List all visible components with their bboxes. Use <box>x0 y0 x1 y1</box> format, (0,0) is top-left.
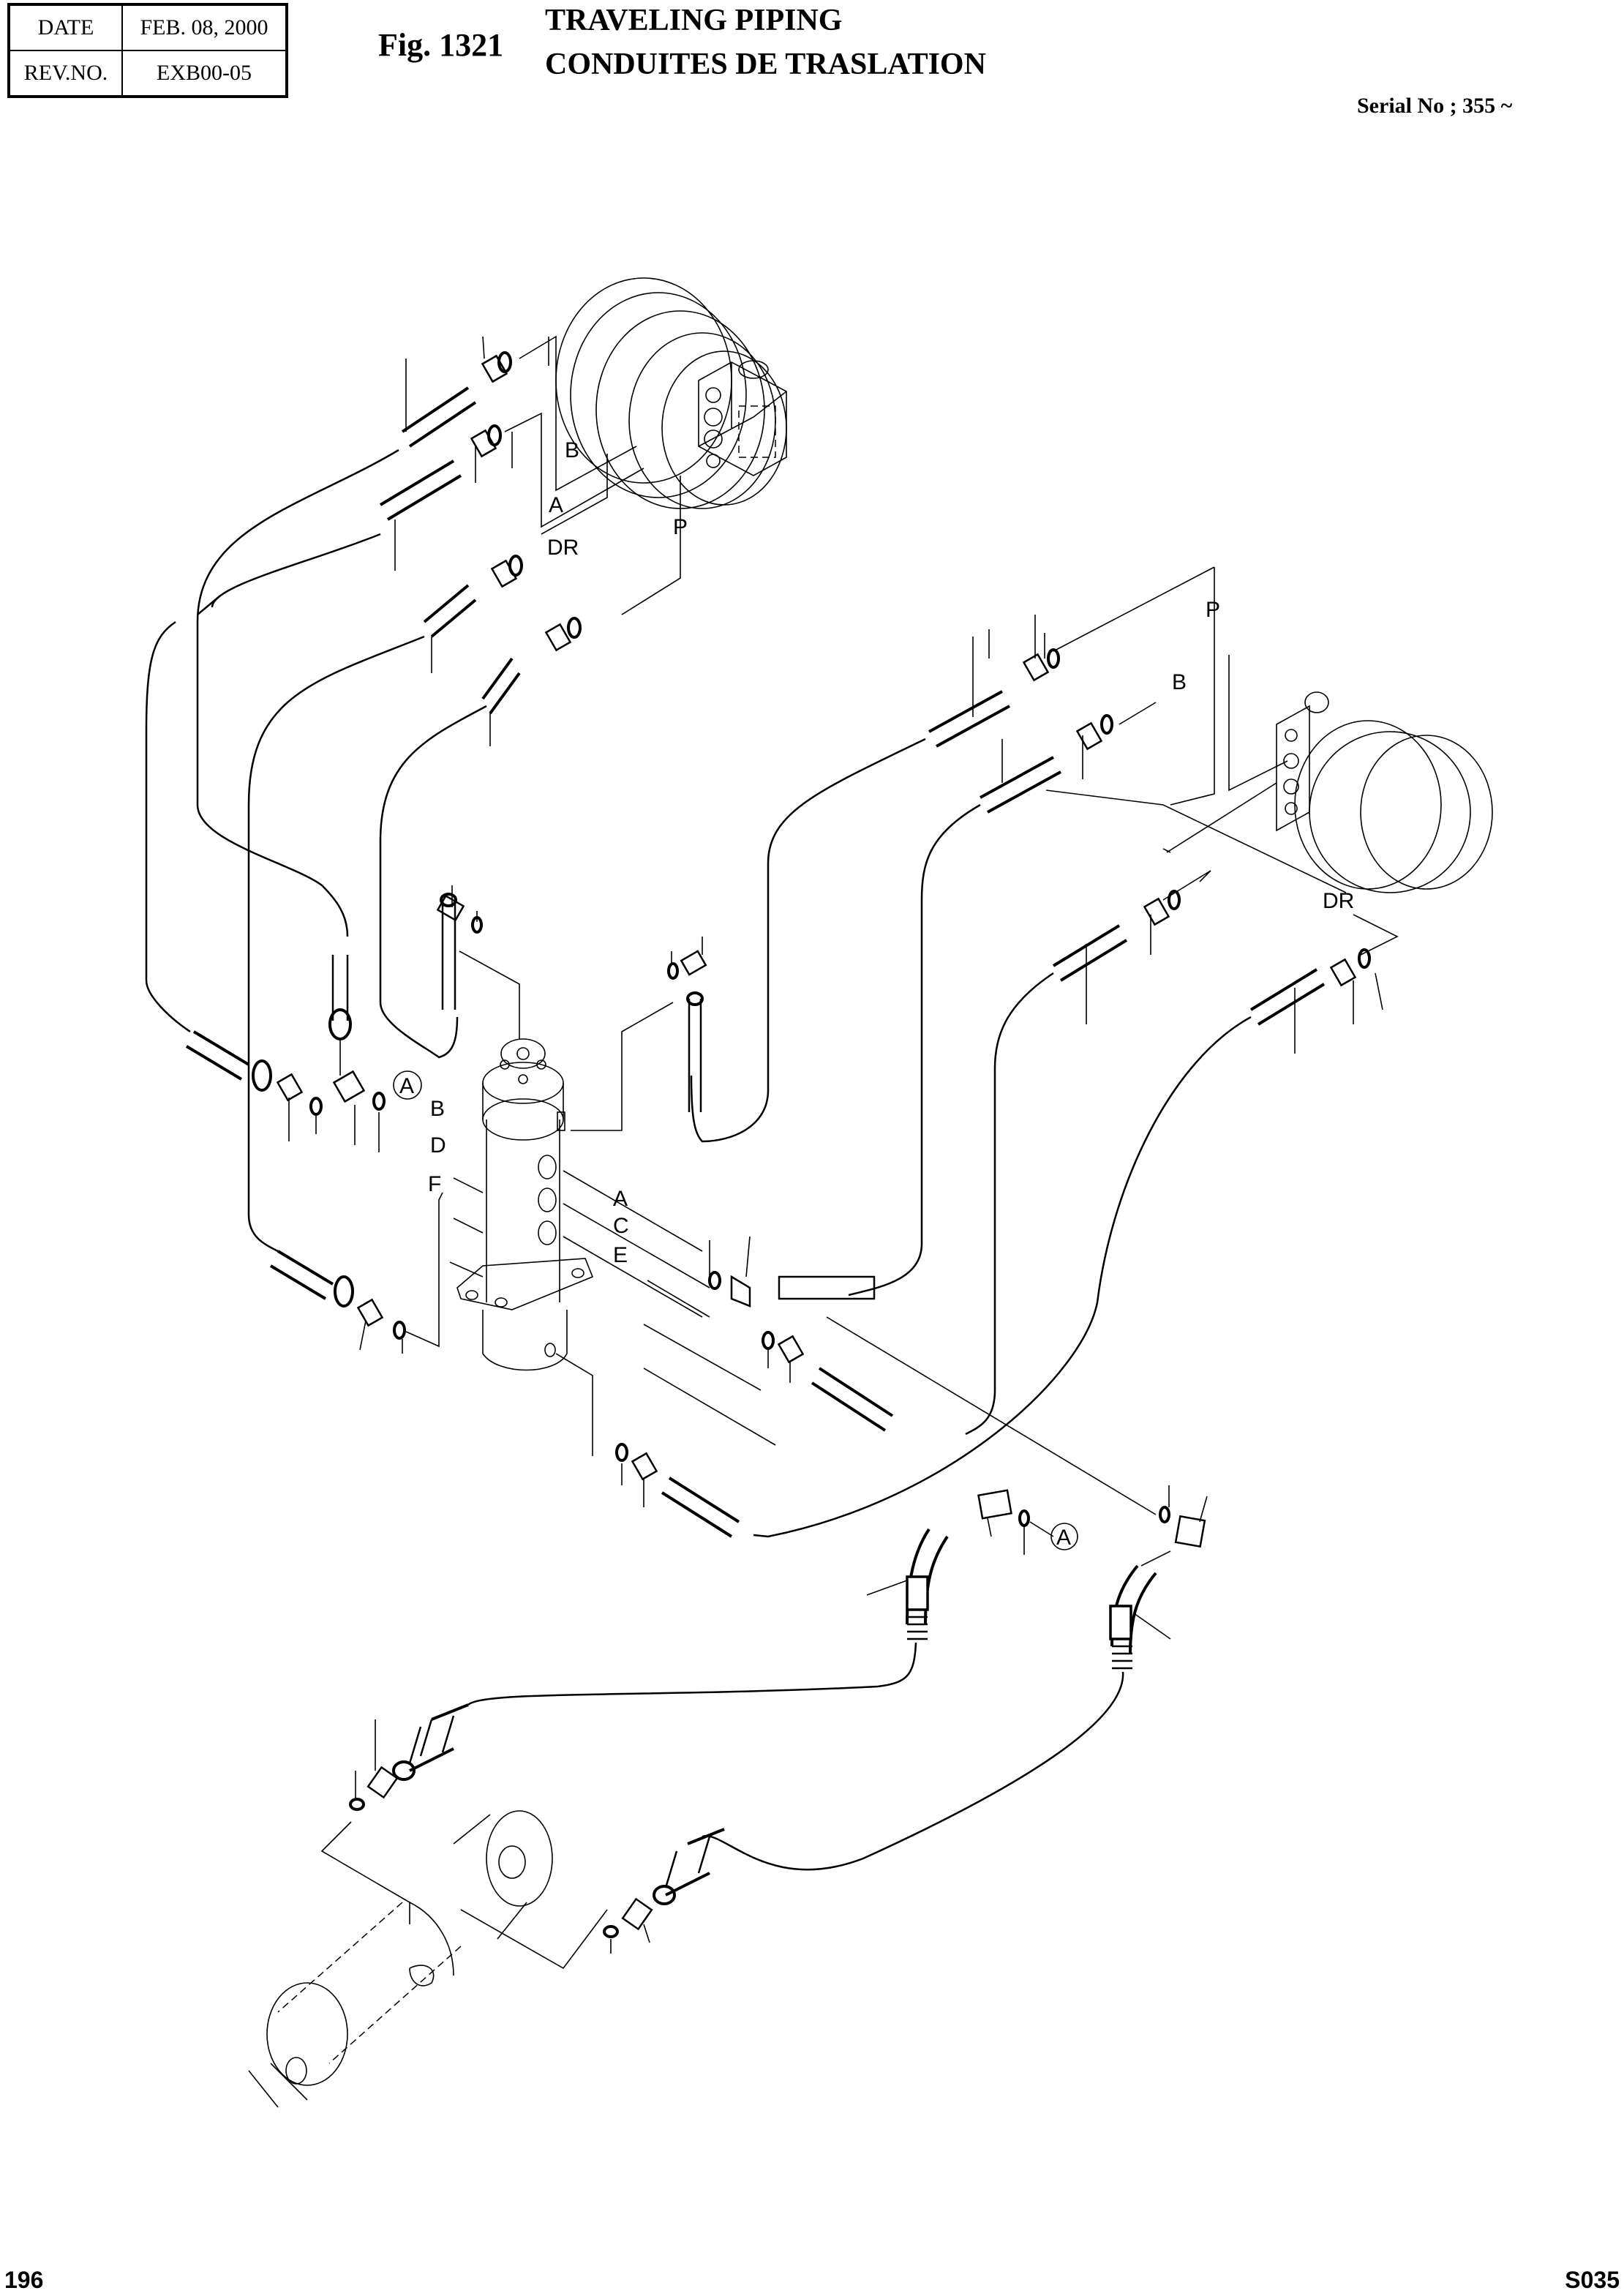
title-english: TRAVELING PIPING <box>545 4 843 37</box>
port-label-b-left: B <box>565 438 579 462</box>
port-label-p-right: P <box>1206 598 1220 622</box>
date-label: DATE <box>8 4 123 51</box>
fitting-set-swivel-left <box>185 885 483 1354</box>
section-code: S035 <box>1565 2267 1620 2293</box>
swivel-label-c: C <box>613 1214 629 1238</box>
fitting-set-left-motor <box>470 336 582 652</box>
fitting-set-right-motor <box>988 615 1383 1024</box>
reference-callout-circle <box>393 1070 422 1100</box>
port-label-b-right: B <box>1172 670 1187 694</box>
figure-number: Fig. 1321 <box>378 27 504 63</box>
rev-value: EXB00-05 <box>121 50 287 97</box>
reference-callout-circle-2 <box>1050 1523 1078 1550</box>
swivel-label-b: B <box>430 1097 445 1121</box>
swivel-label-e: E <box>613 1243 628 1267</box>
hose-ends-right-motor <box>928 637 1326 1054</box>
lower-elbow-fittings <box>977 1485 1208 1567</box>
title-french: CONDUITES DE TRASLATION <box>545 48 986 81</box>
page-number: 196 <box>4 2267 44 2293</box>
revision-info-table: DATE FEB. 08, 2000 REV.NO. EXB00-05 <box>7 3 288 98</box>
hydraulic-cylinder <box>248 1810 608 2108</box>
bent-hose-left <box>467 1528 949 1706</box>
hose-ends-left-motor <box>379 359 521 746</box>
reference-callout-label: A <box>399 1074 414 1098</box>
port-label-dr-right: DR <box>1323 889 1354 913</box>
reference-callout-label-2: A <box>1056 1526 1071 1550</box>
date-value: FEB. 08, 2000 <box>121 4 287 51</box>
travel-motor-right <box>1276 691 1493 893</box>
serial-number: Serial No ; 355 ~ <box>1357 94 1513 118</box>
center-swivel-joint <box>456 1038 594 1371</box>
swivel-label-d: D <box>430 1133 446 1158</box>
port-label-dr-left: DR <box>547 536 579 560</box>
travel-motor-left <box>555 277 787 509</box>
port-label-p-left: P <box>673 515 688 539</box>
swivel-label-f: F <box>428 1172 441 1196</box>
cylinder-fittings <box>349 1703 725 1954</box>
swivel-label-a: A <box>613 1187 628 1211</box>
bent-hose-right <box>702 1564 1171 1871</box>
fitting-set-swivel-right <box>615 937 894 1538</box>
rev-label: REV.NO. <box>8 50 123 97</box>
port-label-a-left: A <box>549 493 563 517</box>
